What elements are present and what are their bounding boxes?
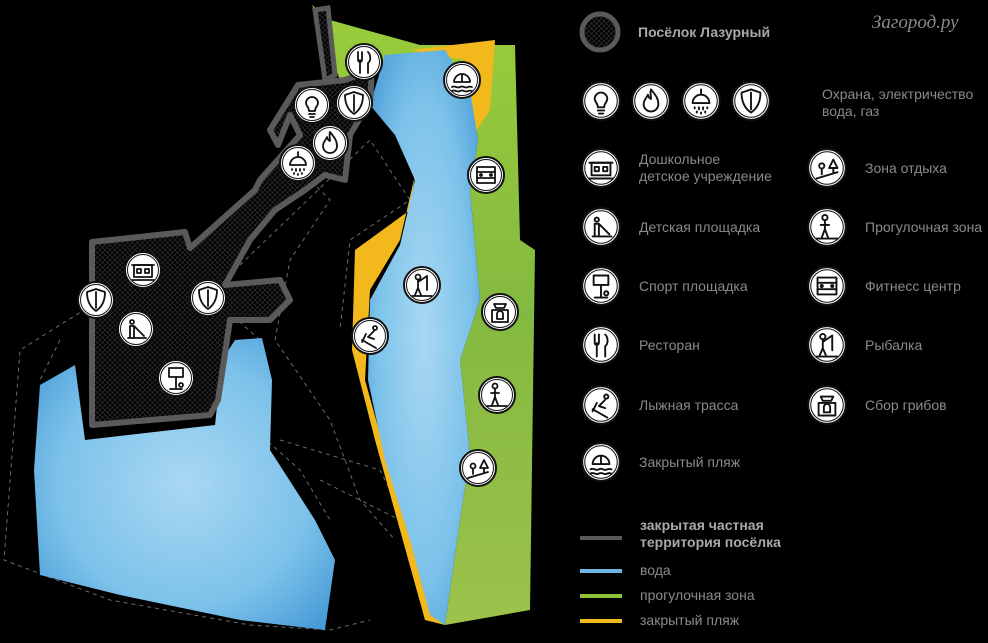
map-marker-water[interactable] — [279, 144, 317, 182]
legend-beach: Закрытый пляж — [580, 441, 740, 483]
line-legend-water: вода — [640, 562, 671, 578]
brand-logo: Загород.ру — [872, 12, 959, 33]
legend-label: Зона отдыха — [865, 159, 947, 176]
mushroom-icon — [491, 303, 509, 323]
playground-icon — [127, 319, 147, 339]
line-legend-beach: закрытый пляж — [640, 612, 740, 628]
flame-icon — [322, 131, 338, 154]
legend-label: Закрытый пляж — [639, 453, 741, 470]
walk-line-swatch — [580, 594, 622, 598]
map-marker-playground[interactable] — [117, 310, 155, 348]
legend-text: Дошкольное детское учреждение — [639, 151, 772, 185]
fork-knife-icon — [580, 324, 622, 366]
map-marker-mushrooms[interactable] — [481, 293, 519, 331]
closed-beach-icon — [580, 441, 622, 483]
legend-sport: Спорт площадка — [580, 265, 748, 307]
legend-label: Охрана, электричество — [822, 86, 974, 102]
line-legend-walk: прогулочная зона — [640, 587, 755, 603]
legend-walk: Прогулочная зона — [806, 206, 982, 248]
river-water — [368, 50, 480, 625]
shield-icon — [344, 91, 364, 115]
map-marker-sport[interactable] — [157, 359, 195, 397]
ski-icon — [361, 325, 378, 349]
playground-icon — [580, 206, 622, 248]
kindergarten-icon — [131, 264, 155, 281]
legend-label: Детская площадка — [639, 218, 761, 235]
legend-rest: Зона отдыха — [806, 147, 947, 189]
fishing-icon — [806, 324, 848, 366]
map-marker-gas[interactable] — [311, 124, 349, 162]
legend-label: Сбор грибов — [865, 396, 947, 413]
legend-label: территория посёлка — [640, 534, 781, 550]
settlement-swatch-icon — [579, 11, 621, 53]
map-marker-walk[interactable] — [478, 376, 516, 414]
map-marker-electricity[interactable] — [293, 86, 331, 124]
map-marker-security[interactable] — [335, 84, 373, 122]
legend-mushrooms: Сбор грибов — [806, 384, 947, 426]
rest-zone-icon — [806, 147, 848, 189]
legend-label: вода, газ — [822, 103, 880, 119]
closed-beach-icon — [451, 73, 473, 93]
map-marker-fishing[interactable] — [403, 266, 441, 304]
legend-label: Спорт площадка — [639, 277, 748, 294]
lightbulb-icon — [580, 80, 622, 122]
shield-icon — [198, 286, 218, 310]
shower-icon — [289, 151, 307, 176]
legend-label: Ресторан — [639, 336, 700, 353]
map-marker-fitness[interactable] — [467, 156, 505, 194]
legend-utilities — [580, 80, 772, 122]
fishing-icon — [411, 273, 433, 297]
legend-label: закрытая частная — [640, 517, 764, 533]
fork-knife-icon — [357, 51, 372, 74]
legend-ski: Лыжная трасса — [580, 384, 738, 426]
territory-line-swatch — [580, 536, 622, 540]
legend-kindergarten: Дошкольное детское учреждение — [580, 147, 772, 189]
legend-label: Рыбалка — [865, 336, 923, 353]
shower-icon — [680, 80, 722, 122]
ski-icon — [580, 384, 622, 426]
map-marker-ski[interactable] — [351, 317, 389, 355]
shield-icon — [86, 288, 106, 312]
sport-icon — [168, 367, 184, 390]
lightbulb-icon — [305, 96, 319, 118]
legend-label: Дошкольное — [639, 151, 721, 167]
map-marker-restaurant[interactable] — [345, 43, 383, 81]
legend-label: Лыжная трасса — [639, 396, 739, 413]
settlement-strip — [312, 5, 338, 84]
sport-icon — [580, 265, 622, 307]
legend-fitness: Фитнесс центр — [806, 265, 961, 307]
fitness-icon — [806, 265, 848, 307]
legend-restaurant: Ресторан — [580, 324, 700, 366]
rest-zone-icon — [467, 459, 489, 479]
shield-icon — [730, 80, 772, 122]
map-marker-rest[interactable] — [459, 449, 497, 487]
map-marker-security-west[interactable] — [77, 281, 115, 319]
map-marker-kindergarten[interactable] — [124, 251, 162, 289]
lake-water — [34, 338, 335, 630]
map-markers — [77, 43, 519, 487]
legend-label: детское учреждение — [639, 168, 772, 184]
beach-line-swatch — [580, 619, 622, 623]
legend-fishing: Рыбалка — [806, 324, 922, 366]
walk-zone-icon — [486, 382, 508, 407]
legend-utilities-text: Охрана, электричество вода, газ — [822, 86, 973, 120]
legend-label: Посёлок Лазурный — [638, 23, 771, 40]
legend-label: Фитнесс центр — [865, 277, 961, 294]
line-legend-territory: закрытая частная территория посёлка — [640, 517, 781, 551]
legend-settlement: Посёлок Лазурный — [579, 11, 770, 53]
fitness-icon — [476, 166, 496, 184]
flame-icon — [630, 80, 672, 122]
plot-boundaries — [3, 139, 411, 631]
map-marker-security-center[interactable] — [189, 279, 227, 317]
walk-zone-icon — [806, 206, 848, 248]
mushroom-icon — [806, 384, 848, 426]
map-marker-beach[interactable] — [443, 61, 481, 99]
kindergarten-icon — [580, 147, 622, 189]
water-line-swatch — [580, 569, 622, 573]
legend-label: Прогулочная зона — [865, 218, 983, 235]
legend-playground: Детская площадка — [580, 206, 760, 248]
